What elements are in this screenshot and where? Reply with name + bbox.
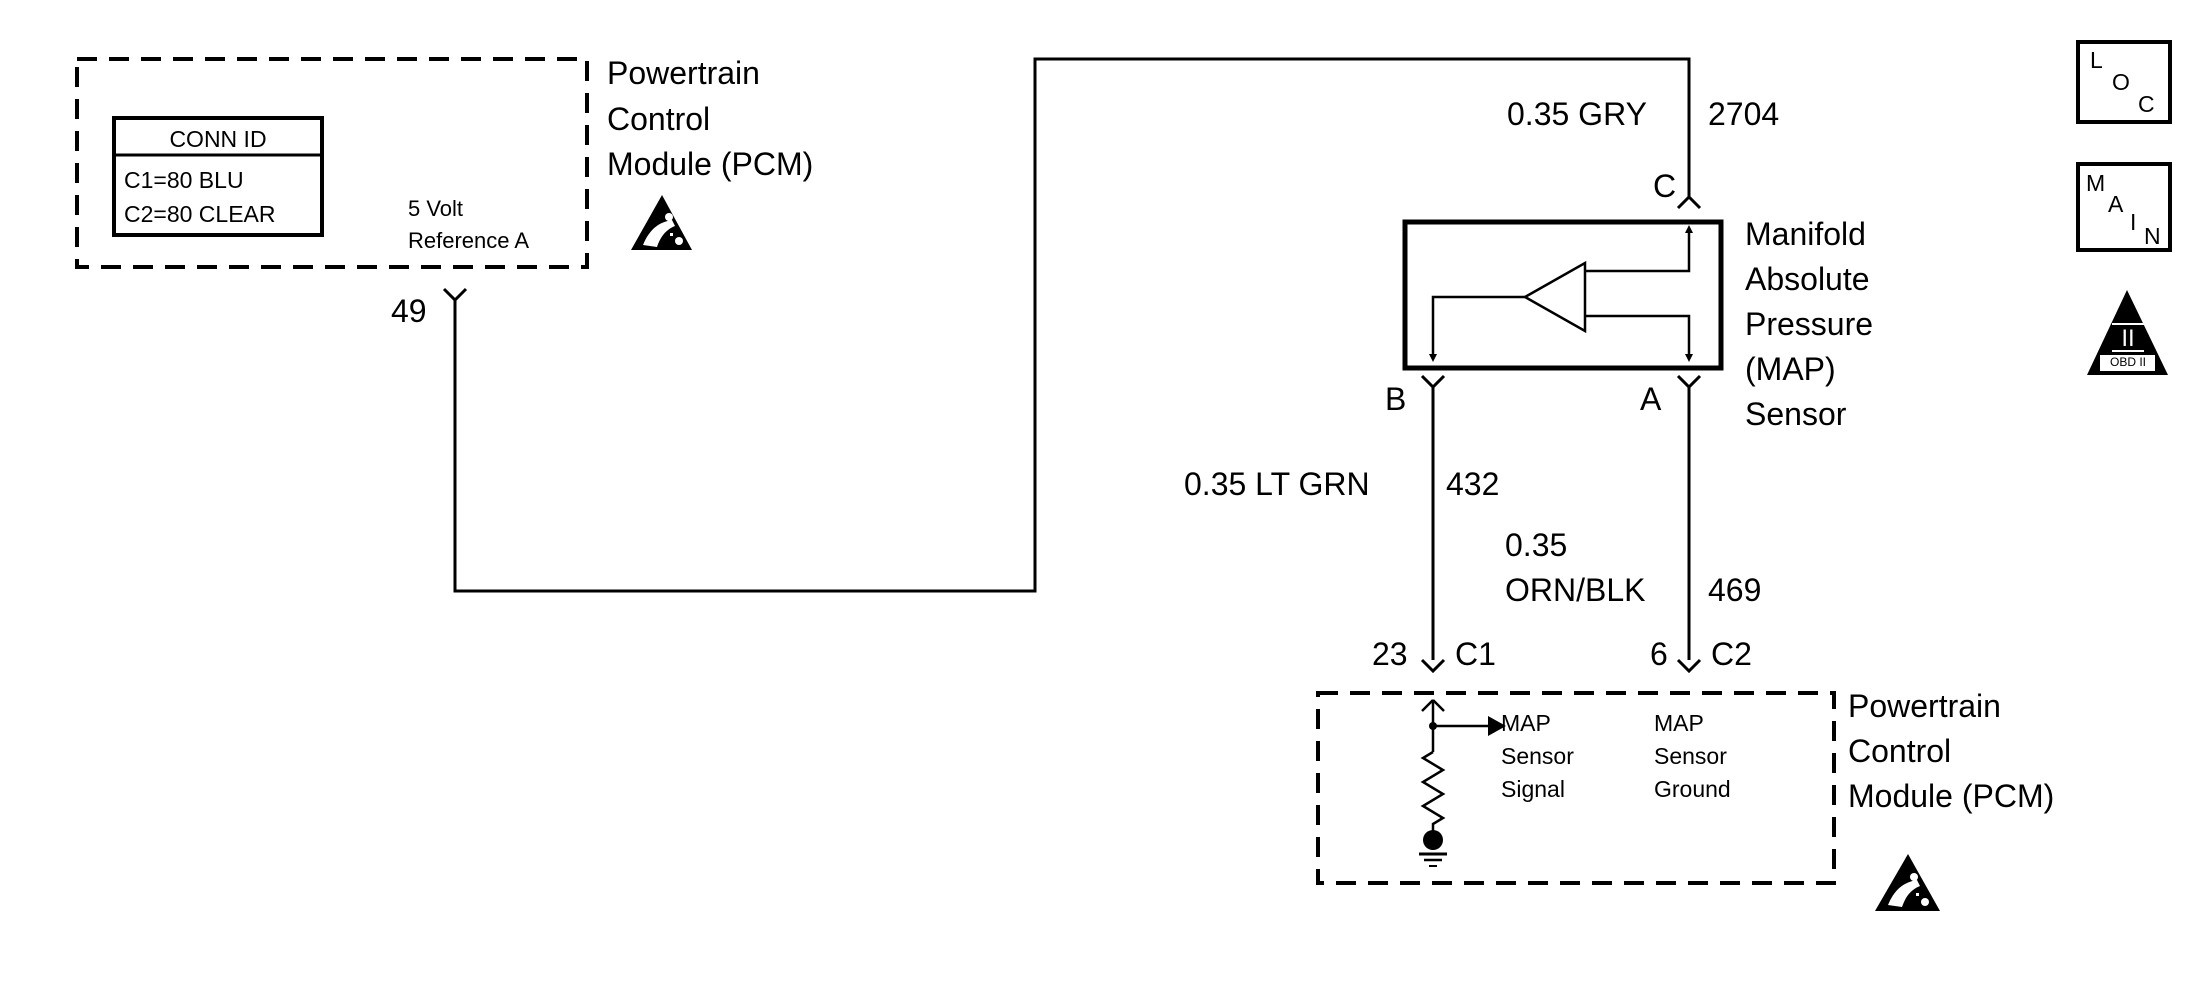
map-sensor-box	[1402, 219, 1724, 371]
map-pin-c: C	[1653, 168, 1676, 204]
pin-6-connector: C2	[1711, 636, 1752, 672]
map-sensor-name-line-4: (MAP)	[1745, 351, 1836, 387]
pin-label-5v-line-2: Reference A	[408, 228, 529, 253]
map-sensor-name-line-1: Manifold	[1745, 216, 1866, 252]
pin-a-connector-symbol	[1676, 374, 1702, 390]
map-signal-label-line-3: Signal	[1501, 776, 1565, 802]
main-icon-m: M	[2086, 170, 2105, 196]
pcm-top-name-line-1: Powertrain	[607, 55, 760, 91]
wire-ground-gauge-color-line-2: ORN/BLK	[1505, 572, 1645, 608]
map-signal-label-line-2: Sensor	[1501, 743, 1574, 769]
main-icon-n: N	[2144, 223, 2161, 249]
pcm-bottom-name-line-1: Powertrain	[1848, 688, 2001, 724]
map-sensor-name-line-5: Sensor	[1745, 396, 1847, 432]
pcm-top-box	[75, 57, 589, 269]
pin-23-number: 23	[1372, 636, 1408, 672]
obd-ii-numeral: II	[2121, 325, 2134, 352]
amplifier-icon	[1429, 225, 1693, 362]
pcm-signal-internal-circuit	[1420, 699, 1506, 840]
main-icon-i: I	[2130, 209, 2136, 235]
loc-icon-c: C	[2138, 91, 2155, 117]
obd-ii-text: OBD II	[2110, 355, 2146, 369]
obd-ii-icon[interactable]: OBD II II	[2087, 290, 2168, 375]
pin-6-connector-symbol	[1676, 658, 1702, 674]
map-sensor-name-line-3: Pressure	[1745, 306, 1873, 342]
loc-icon[interactable]: L O C	[2076, 40, 2172, 124]
map-pin-b: B	[1385, 381, 1406, 417]
pin-6-number: 6	[1650, 636, 1668, 672]
loc-icon-o: O	[2112, 69, 2130, 95]
map-pin-a: A	[1640, 381, 1662, 417]
pin-23-connector: C1	[1455, 636, 1496, 672]
wire-ref-circuit: 2704	[1708, 96, 1779, 132]
map-sensor-name-line-2: Absolute	[1745, 261, 1870, 297]
pin-label-5v-line-1: 5 Volt	[408, 196, 463, 221]
pin-b-connector-symbol	[1420, 374, 1446, 390]
conn-id-table: CONN ID C1=80 BLU C2=80 CLEAR	[112, 116, 324, 237]
map-signal-label-line-1: MAP	[1501, 710, 1551, 736]
loc-icon-l: L	[2090, 47, 2103, 73]
esd-warning-icon	[1875, 854, 1940, 911]
wire-ground-gauge-color-line-1: 0.35	[1505, 527, 1567, 563]
main-icon[interactable]: M A I N	[2076, 162, 2172, 252]
pcm-bottom-name-line-2: Control	[1848, 733, 1951, 769]
map-ground-label-line-2: Sensor	[1654, 743, 1727, 769]
wire-signal-gauge-color: 0.35 LT GRN	[1184, 466, 1370, 502]
pin-49-number: 49	[391, 293, 427, 329]
pcm-bottom-name-line-3: Module (PCM)	[1848, 778, 2054, 814]
wire-ground-circuit: 469	[1708, 572, 1761, 608]
pcm-bottom-box	[1316, 691, 1836, 885]
pcm-top-name-line-2: Control	[607, 101, 710, 137]
map-ground-label-line-1: MAP	[1654, 710, 1704, 736]
wire-ref-2704	[453, 57, 1691, 593]
map-ground-label-line-3: Ground	[1654, 776, 1731, 802]
conn-id-line-1: C1=80 BLU	[124, 167, 244, 193]
wire-ref-gauge-color: 0.35 GRY	[1507, 96, 1647, 132]
pin-49-connector-symbol	[442, 287, 468, 303]
esd-warning-icon	[631, 195, 692, 250]
ground-icon	[1419, 830, 1447, 867]
main-icon-a: A	[2108, 191, 2124, 217]
pcm-top-name-line-3: Module (PCM)	[607, 146, 813, 182]
conn-id-header: CONN ID	[169, 126, 266, 152]
pin-23-connector-symbol	[1420, 658, 1446, 674]
pin-c-connector-symbol	[1676, 194, 1702, 210]
wire-signal-circuit: 432	[1446, 466, 1499, 502]
conn-id-line-2: C2=80 CLEAR	[124, 201, 276, 227]
